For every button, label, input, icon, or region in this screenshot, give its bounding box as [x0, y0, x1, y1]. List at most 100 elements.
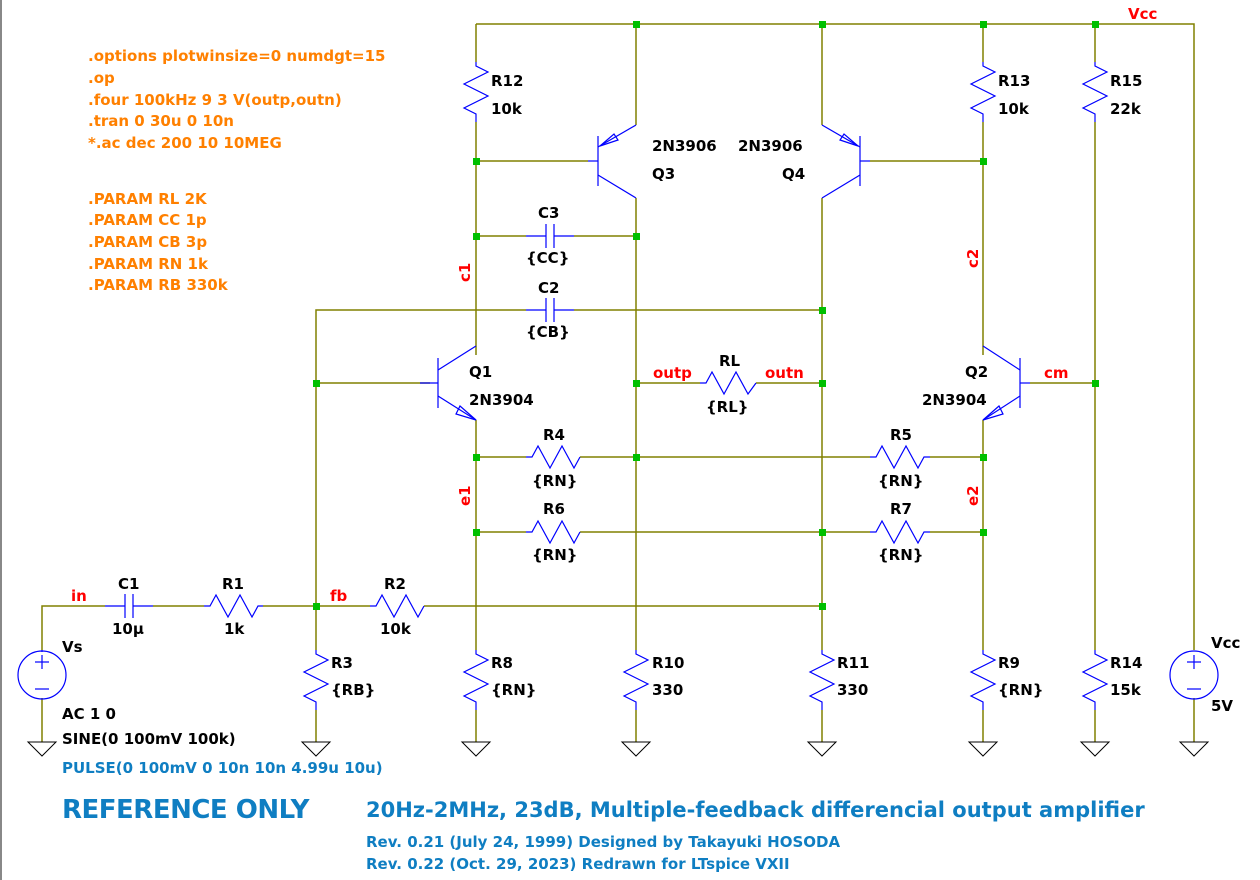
- label-Q2-name[interactable]: Q2: [965, 363, 989, 381]
- label-R12-value[interactable]: 10k: [491, 100, 522, 118]
- label-Q3-model[interactable]: 2N3906: [652, 137, 717, 155]
- label-C1-name[interactable]: C1: [118, 575, 140, 593]
- label-C1-value[interactable]: 10µ: [112, 620, 144, 638]
- capacitor-C2: [526, 298, 574, 322]
- label-Vs-pulse-comment[interactable]: PULSE(0 100mV 0 10n 10n 4.99u 10u): [62, 759, 383, 777]
- label-R5-value[interactable]: {RN}: [878, 472, 924, 490]
- net-label-vcc[interactable]: Vcc: [1128, 5, 1158, 23]
- capacitor-C3: [526, 224, 574, 248]
- label-R14-name[interactable]: R14: [1110, 654, 1143, 672]
- param-cb[interactable]: .PARAM CB 3p: [88, 233, 208, 251]
- resistor-R8: [462, 650, 490, 710]
- label-R14-value[interactable]: 15k: [1110, 681, 1141, 699]
- window-border: [0, 0, 2, 880]
- label-R10-value[interactable]: 330: [652, 681, 684, 699]
- label-R8-name[interactable]: R8: [491, 654, 513, 672]
- label-Vcc-value[interactable]: 5V: [1211, 697, 1234, 715]
- label-R9-name[interactable]: R9: [998, 654, 1020, 672]
- net-label-outn[interactable]: outn: [765, 364, 804, 382]
- resistor-R12: [462, 62, 490, 122]
- label-Q1-model[interactable]: 2N3904: [469, 391, 534, 409]
- label-R1-name[interactable]: R1: [222, 575, 244, 593]
- directive-ac[interactable]: *.ac dec 200 10 10MEG: [88, 134, 282, 152]
- label-Q3-name[interactable]: Q3: [652, 165, 676, 183]
- label-C3-value[interactable]: {CC}: [526, 249, 570, 267]
- label-R3-name[interactable]: R3: [331, 654, 353, 672]
- transistor-Q4: [821, 124, 870, 199]
- label-Vs-name[interactable]: Vs: [62, 638, 83, 656]
- resistor-R2: [370, 593, 425, 619]
- revision-note-1[interactable]: Rev. 0.21 (July 24, 1999) Designed by Ta…: [366, 833, 841, 851]
- label-Q4-model[interactable]: 2N3906: [738, 137, 803, 155]
- resistor-R3: [302, 650, 330, 710]
- label-RL-name[interactable]: RL: [719, 352, 741, 370]
- label-R13-value[interactable]: 10k: [998, 100, 1029, 118]
- reference-only-stamp[interactable]: REFERENCE ONLY: [62, 795, 309, 825]
- resistor-R7: [870, 519, 930, 545]
- resistor-R14: [1081, 650, 1109, 710]
- label-R11-name[interactable]: R11: [837, 654, 870, 672]
- resistor-R15: [1081, 62, 1109, 122]
- net-label-e1[interactable]: e1: [456, 485, 474, 506]
- directive-four[interactable]: .four 100kHz 9 3 V(outp,outn): [88, 91, 342, 109]
- label-R3-value[interactable]: {RB}: [331, 681, 376, 699]
- label-Q4-name[interactable]: Q4: [782, 165, 806, 183]
- label-RL-value[interactable]: {RL}: [706, 398, 749, 416]
- label-C2-name[interactable]: C2: [538, 279, 560, 297]
- param-cc[interactable]: .PARAM CC 1p: [88, 211, 207, 229]
- directive-op[interactable]: .op: [88, 69, 115, 87]
- junctions: [313, 21, 1099, 610]
- label-R11-value[interactable]: 330: [837, 681, 869, 699]
- directive-tran[interactable]: .tran 0 30u 0 10n: [88, 112, 234, 130]
- net-label-e2[interactable]: e2: [964, 485, 982, 506]
- label-R8-value[interactable]: {RN}: [491, 681, 537, 699]
- label-R10-name[interactable]: R10: [652, 654, 685, 672]
- schematic-title[interactable]: 20Hz-2MHz, 23dB, Multiple-feedback diffe…: [366, 798, 1145, 822]
- label-R1-value[interactable]: 1k: [224, 620, 245, 638]
- resistor-R11: [808, 650, 836, 710]
- label-R6-value[interactable]: {RN}: [532, 546, 578, 564]
- net-label-outp[interactable]: outp: [653, 364, 692, 382]
- label-C2-value[interactable]: {CB}: [526, 323, 570, 341]
- revision-note-2[interactable]: Rev. 0.22 (Oct. 29, 2023) Redrawn for LT…: [366, 855, 790, 873]
- label-R15-value[interactable]: 22k: [1110, 100, 1141, 118]
- label-R13-name[interactable]: R13: [998, 72, 1031, 90]
- resistor-RL: [700, 370, 757, 396]
- label-Vs-sine[interactable]: SINE(0 100mV 100k): [62, 730, 236, 748]
- transistor-Q2: [982, 345, 1030, 421]
- net-label-c1[interactable]: c1: [456, 262, 474, 282]
- label-R7-name[interactable]: R7: [890, 500, 912, 518]
- label-R4-name[interactable]: R4: [543, 426, 565, 444]
- label-R12-name[interactable]: R12: [491, 72, 524, 90]
- directive-options[interactable]: .options plotwinsize=0 numdgt=15: [88, 47, 386, 65]
- transistor-Q3: [588, 124, 637, 199]
- source-Vcc: [1169, 650, 1219, 700]
- label-R5-name[interactable]: R5: [890, 426, 912, 444]
- resistor-R4: [526, 444, 581, 470]
- label-R2-value[interactable]: 10k: [380, 620, 411, 638]
- resistor-R10: [622, 650, 650, 710]
- resistor-R5: [870, 444, 930, 470]
- label-Vcc-name[interactable]: Vcc: [1211, 634, 1241, 652]
- net-label-cm[interactable]: cm: [1044, 364, 1069, 382]
- label-R4-value[interactable]: {RN}: [532, 472, 578, 490]
- label-Q1-name[interactable]: Q1: [469, 363, 493, 381]
- label-Vs-ac[interactable]: AC 1 0: [62, 705, 116, 723]
- param-rn[interactable]: .PARAM RN 1k: [88, 255, 208, 273]
- label-R2-name[interactable]: R2: [384, 575, 406, 593]
- resistor-R1: [204, 593, 263, 619]
- param-rb[interactable]: .PARAM RB 330k: [88, 276, 228, 294]
- net-label-fb[interactable]: fb: [330, 587, 348, 605]
- wires: [41, 23, 1195, 742]
- label-R6-name[interactable]: R6: [543, 500, 565, 518]
- label-R7-value[interactable]: {RN}: [878, 546, 924, 564]
- net-label-c2[interactable]: c2: [964, 248, 982, 268]
- label-Q2-model[interactable]: 2N3904: [922, 391, 987, 409]
- net-label-in[interactable]: in: [71, 587, 87, 605]
- label-C3-name[interactable]: C3: [538, 204, 560, 222]
- param-rl[interactable]: .PARAM RL 2K: [88, 190, 207, 208]
- label-R15-name[interactable]: R15: [1110, 72, 1143, 90]
- label-R9-value[interactable]: {RN}: [998, 681, 1044, 699]
